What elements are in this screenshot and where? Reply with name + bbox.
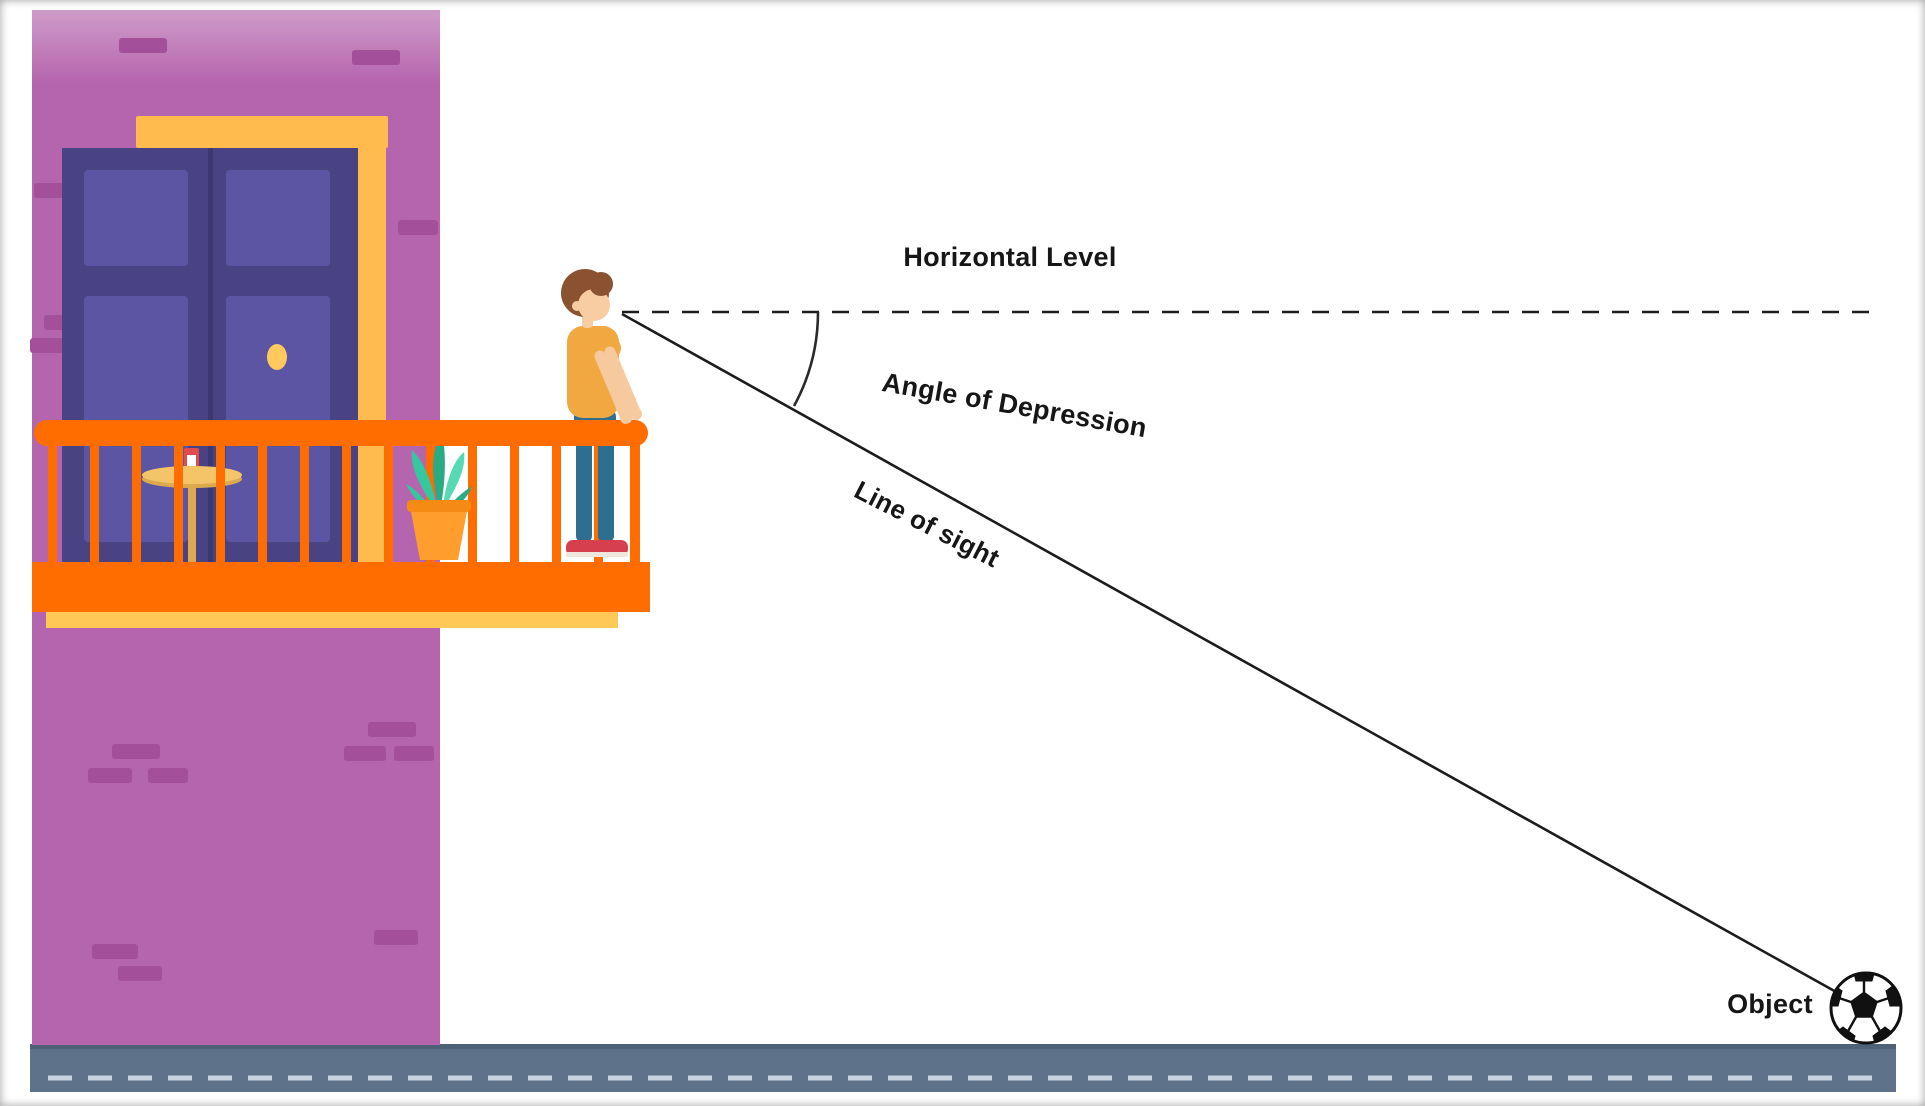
building bbox=[30, 10, 440, 1045]
label-horizontal-level: Horizontal Level bbox=[903, 242, 1116, 272]
boy-observer bbox=[561, 269, 628, 557]
potted-plant bbox=[406, 432, 472, 560]
plant-pot bbox=[410, 506, 468, 560]
sight-geometry bbox=[621, 310, 1878, 995]
football-icon bbox=[1829, 971, 1903, 1045]
balcony-floor bbox=[32, 562, 650, 612]
railing-top-rail bbox=[34, 420, 648, 446]
label-object: Object bbox=[1727, 989, 1813, 1019]
angle-arc bbox=[792, 311, 820, 407]
label-line-of-sight: Line of sight bbox=[850, 475, 1005, 574]
railing-bars bbox=[48, 440, 640, 562]
boy-face bbox=[578, 289, 610, 321]
label-angle-of-depression: Angle of Depression bbox=[880, 367, 1149, 443]
boy-ear bbox=[572, 301, 582, 311]
balcony-door bbox=[62, 116, 388, 562]
ground-strip bbox=[30, 1044, 1896, 1092]
door-frame-top bbox=[136, 116, 388, 148]
ground-top-edge bbox=[30, 1044, 1896, 1049]
door-knob bbox=[267, 344, 287, 370]
labels: Horizontal Level Angle of Depression Lin… bbox=[850, 242, 1813, 1019]
door-split bbox=[208, 148, 213, 562]
door-frame-side bbox=[358, 116, 386, 562]
line-of-sight bbox=[621, 312, 1839, 995]
ground bbox=[30, 1044, 1896, 1092]
boy-arms bbox=[594, 346, 642, 424]
balcony-underside bbox=[46, 612, 618, 628]
